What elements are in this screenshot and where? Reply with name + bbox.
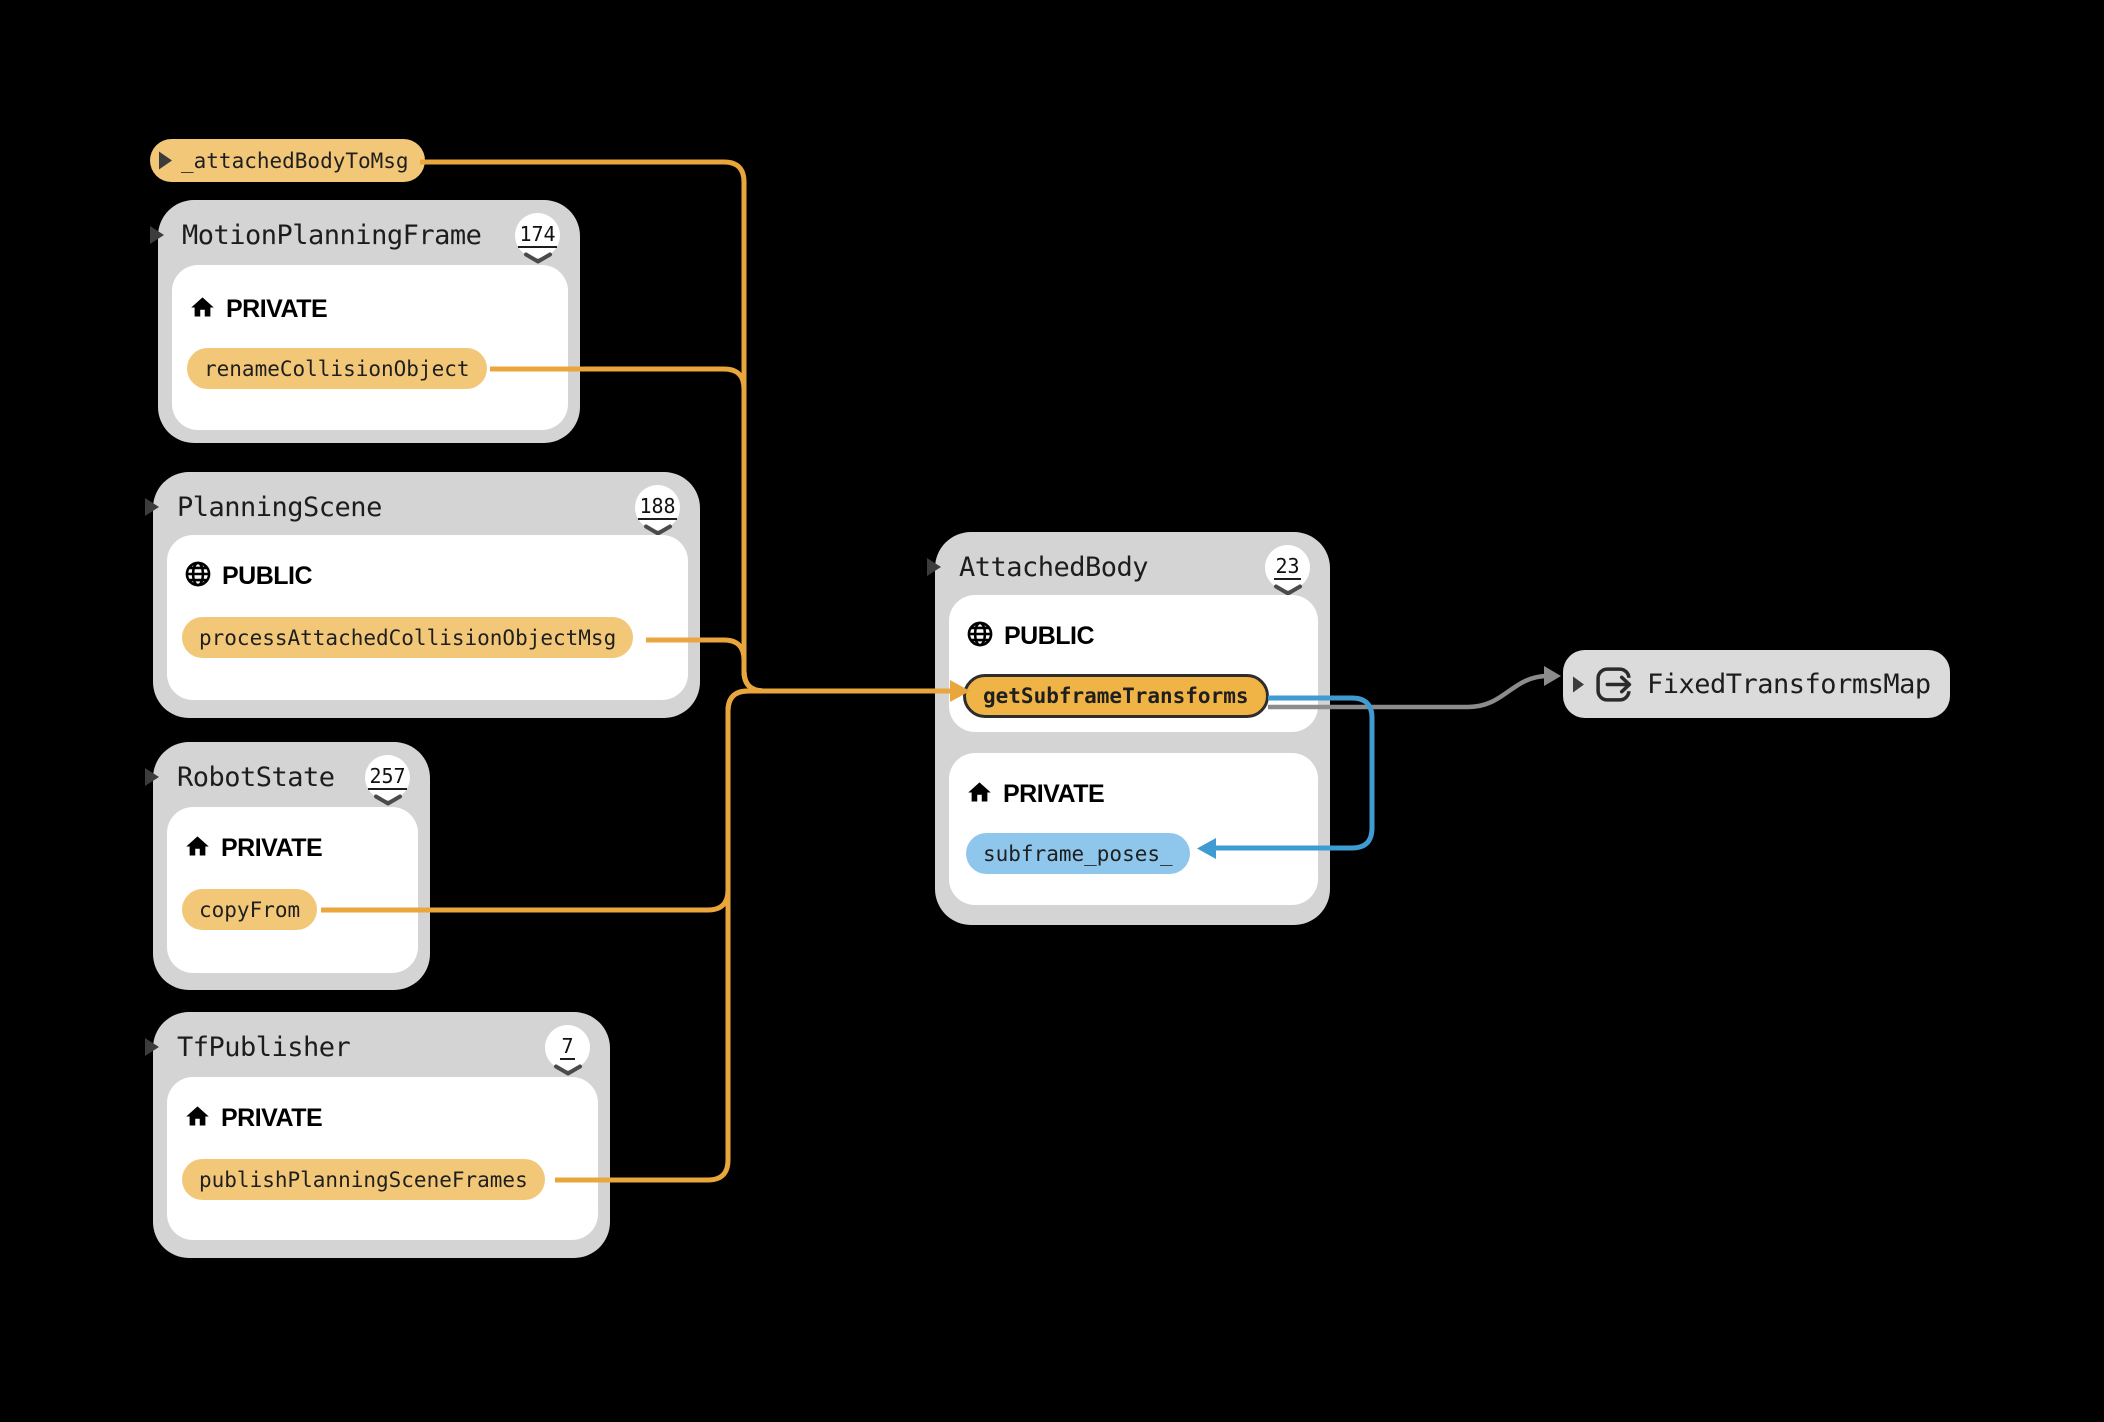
home-icon	[184, 1103, 211, 1134]
expand-triangle-icon[interactable]	[149, 225, 165, 245]
globe-icon	[966, 620, 994, 652]
home-icon	[184, 833, 211, 864]
class-title: PlanningScene	[177, 491, 382, 523]
class-header[interactable]: AttachedBody 23	[927, 532, 1330, 602]
symbol-label: _attachedBodyToMsg	[181, 148, 409, 173]
type-label: FixedTransformsMap	[1647, 668, 1931, 700]
section-label: PRIVATE	[189, 294, 328, 325]
symbol-count-badge[interactable]: 257	[365, 755, 410, 806]
class-title: AttachedBody	[959, 551, 1149, 583]
symbol-count-badge[interactable]: 188	[635, 485, 680, 536]
symbol-pill-renamecollisionobject[interactable]: renameCollisionObject	[187, 348, 487, 389]
globe-icon	[184, 560, 212, 592]
symbol-pill-subframeposes[interactable]: subframe_poses_	[966, 833, 1190, 874]
visibility-section-public: PUBLIC getSubframeTransforms	[949, 595, 1318, 732]
expand-triangle-icon[interactable]	[144, 767, 160, 787]
typedef-arrow-icon	[1595, 666, 1633, 703]
class-title: TfPublisher	[177, 1031, 351, 1063]
visibility-section: PRIVATE publishPlanningSceneFrames	[167, 1077, 598, 1240]
type-node-fixedtransformsmap[interactable]: FixedTransformsMap	[1563, 650, 1950, 718]
symbol-pill-copyfrom[interactable]: copyFrom	[182, 889, 318, 930]
visibility-section: PRIVATE copyFrom	[167, 807, 418, 973]
class-node-attachedbody: AttachedBody 23 PUBLIC getSubframeTr	[927, 532, 1330, 925]
symbol-pill-attachedbodytomsg[interactable]: _attachedBodyToMsg	[150, 139, 425, 182]
symbol-pill-publishplanningsceneframes[interactable]: publishPlanningSceneFrames	[182, 1159, 545, 1200]
visibility-section: PUBLIC processAttachedCollisionObjectMsg	[167, 535, 688, 700]
section-label: PRIVATE	[184, 1103, 323, 1134]
class-node-tfpublisher: TfPublisher 7 PRIVATE publishPlanningSce…	[145, 1012, 610, 1258]
symbol-pill-getsubframetransforms-selected[interactable]: getSubframeTransforms	[963, 674, 1269, 718]
expand-triangle-icon[interactable]	[144, 1037, 160, 1057]
expand-triangle-icon[interactable]	[158, 151, 173, 170]
class-header[interactable]: TfPublisher 7	[145, 1012, 610, 1082]
class-header[interactable]: MotionPlanningFrame 174	[150, 200, 580, 270]
class-header[interactable]: PlanningScene 188	[145, 472, 700, 542]
expand-triangle-icon	[1572, 676, 1585, 693]
section-label: PUBLIC	[966, 620, 1095, 652]
class-header[interactable]: RobotState 257	[145, 742, 430, 812]
class-title: RobotState	[177, 761, 335, 793]
class-node-planningscene: PlanningScene 188 PUBLIC processAtta	[145, 472, 700, 718]
chevron-down-icon	[523, 252, 553, 265]
chevron-down-icon	[1273, 584, 1303, 597]
class-title: MotionPlanningFrame	[182, 219, 482, 251]
section-label: PRIVATE	[184, 833, 323, 864]
symbol-count-badge[interactable]: 7	[545, 1025, 590, 1076]
symbol-count-badge[interactable]: 174	[515, 213, 560, 264]
class-node-motionplanningframe: MotionPlanningFrame 174 PRIVATE renameCo…	[150, 200, 580, 443]
home-icon	[189, 294, 216, 325]
symbol-count-badge[interactable]: 23	[1265, 545, 1310, 596]
visibility-section-private: PRIVATE subframe_poses_	[949, 753, 1318, 905]
symbol-pill-processattachedcollisionobjectmsg[interactable]: processAttachedCollisionObjectMsg	[182, 617, 634, 658]
visibility-section: PRIVATE renameCollisionObject	[172, 265, 568, 430]
section-label: PUBLIC	[184, 560, 313, 592]
expand-triangle-icon[interactable]	[926, 557, 942, 577]
class-node-robotstate: RobotState 257 PRIVATE copyFrom	[145, 742, 430, 990]
chevron-down-icon	[553, 1064, 583, 1077]
home-icon	[966, 779, 993, 810]
chevron-down-icon	[373, 794, 403, 807]
type-edge-arrowhead	[1544, 666, 1561, 686]
expand-triangle-icon[interactable]	[144, 497, 160, 517]
section-label: PRIVATE	[966, 779, 1105, 810]
